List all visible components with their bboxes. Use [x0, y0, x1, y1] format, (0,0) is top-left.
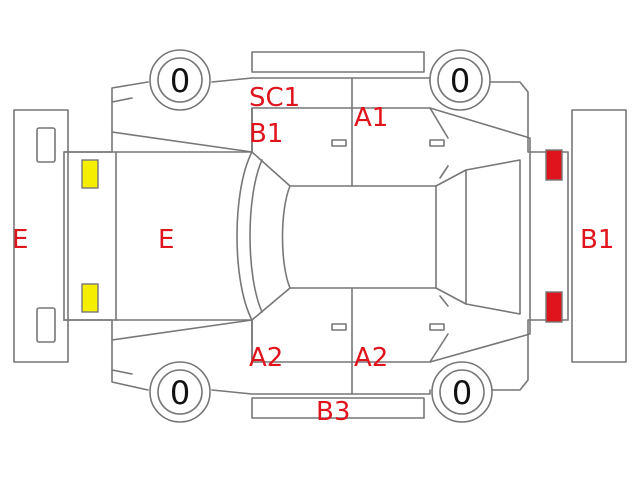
taillight-top — [545, 149, 563, 181]
label-a2-rear-door: A2 — [354, 343, 388, 373]
wheel-front-right: 0 — [429, 49, 491, 111]
wheel-rear-left: 0 — [149, 361, 211, 423]
headlight-top — [81, 159, 99, 189]
label-b1-rear-bumper: B1 — [580, 225, 614, 255]
headlight-bottom — [81, 283, 99, 313]
label-e-bumper: E — [12, 225, 28, 255]
bottom-side-skirt — [251, 397, 425, 419]
top-side-skirt — [251, 51, 425, 73]
rear-bumper — [571, 109, 627, 363]
label-e-hood: E — [158, 225, 174, 255]
taillight-bottom — [545, 291, 563, 323]
wheel-rear-right: 0 — [431, 361, 493, 423]
tire-score-front-right: 0 — [450, 62, 470, 100]
front-bumper — [13, 109, 69, 363]
label-b3: B3 — [316, 397, 350, 427]
label-sc1: SC1 — [249, 83, 300, 113]
wheel-front-left: 0 — [149, 49, 211, 111]
label-a2-front-door: A2 — [249, 343, 283, 373]
car-body — [63, 77, 569, 395]
tire-score-front-left: 0 — [170, 62, 190, 100]
tire-score-rear-left: 0 — [170, 374, 190, 412]
tire-score-rear-right: 0 — [452, 374, 472, 412]
label-b1-front-door: B1 — [249, 119, 283, 149]
label-a1: A1 — [354, 103, 388, 133]
